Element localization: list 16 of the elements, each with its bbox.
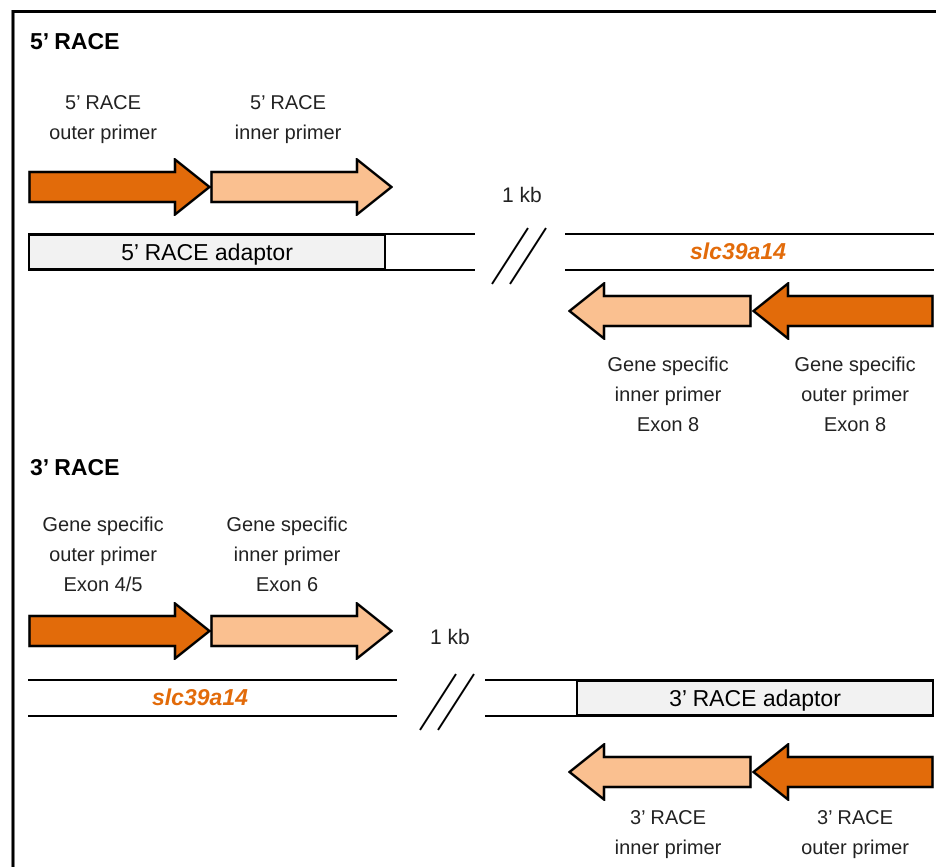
section-heading: 3’ RACE: [30, 454, 120, 481]
distance-label: 1 kb: [502, 184, 542, 208]
primer-label: 3’ RACE outer primer: [800, 806, 910, 861]
adaptor-box: 3’ RACE adaptor: [576, 680, 934, 716]
primer-label: 3’ RACE inner primer: [614, 806, 722, 861]
primer-label: Gene specific inner primer Exon 6: [225, 513, 349, 598]
gene-name: slc39a14: [152, 684, 248, 711]
primer-label: Gene specific outer primer Exon 4/5: [41, 513, 165, 598]
primer-label: 5’ RACE outer primer: [48, 91, 158, 146]
gene-name: slc39a14: [690, 238, 786, 265]
section-heading: 5’ RACE: [30, 28, 120, 55]
primer-label: Gene specific inner primer Exon 8: [606, 353, 730, 438]
primer-label: Gene specific outer primer Exon 8: [793, 353, 917, 438]
primer-label: 5’ RACE inner primer: [234, 91, 342, 146]
adaptor-box: 5’ RACE adaptor: [28, 234, 386, 270]
distance-label: 1 kb: [430, 626, 470, 650]
